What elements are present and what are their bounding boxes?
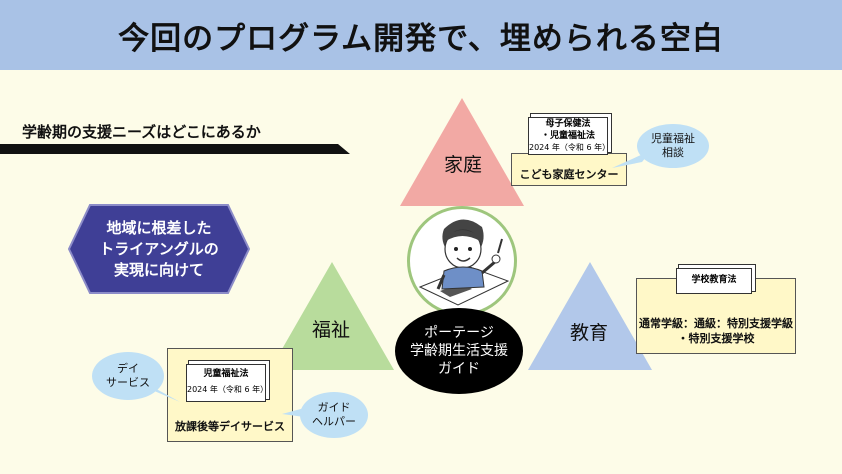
- bubble-line: 児童福祉: [651, 132, 695, 145]
- bubble-line: 相談: [662, 146, 684, 159]
- education-law-document: 学校教育法: [676, 268, 752, 294]
- portage-guide-badge: ポーテージ 学齢期生活支援 ガイド: [395, 308, 523, 394]
- edu-line: ・特別支援学校: [677, 332, 755, 345]
- bubble-line: ガイド: [317, 401, 351, 414]
- boy-illustration: [407, 206, 517, 316]
- doc-title: 児童福祉法: [203, 369, 249, 379]
- home-info-box: [511, 153, 627, 186]
- doc-line: 母子保健法: [545, 119, 591, 129]
- bubble-line: ヘルパー: [312, 415, 356, 428]
- bubble-line: デイ: [117, 362, 139, 375]
- hexagon-shape: [68, 204, 250, 294]
- hexagon-line: トライアングルの: [99, 239, 219, 258]
- education-label: 教育: [570, 322, 609, 344]
- home-box-label: こども家庭センター: [519, 168, 619, 181]
- page-title: 今回のプログラム開発で、埋められる空白: [118, 20, 724, 57]
- portage-line: ポーテージ: [424, 325, 494, 341]
- subtitle-underline: [0, 144, 350, 154]
- welfare-law-document: 児童福祉法 2024 年（令和 6 年）: [186, 364, 269, 402]
- education-triangle: [528, 262, 652, 370]
- welfare-label: 福祉: [312, 319, 351, 341]
- dayservice-bubble: デイ サービス: [92, 352, 164, 400]
- hexagon-line: 地域に根差した: [106, 218, 212, 237]
- hexagon-line: 実現に向けて: [113, 260, 204, 279]
- doc-line: ・児童福祉法: [540, 131, 595, 141]
- bubble-line: サービス: [106, 376, 150, 389]
- doc-title: 学校教育法: [691, 275, 737, 285]
- header-bar: 今回のプログラム開発で、埋められる空白: [0, 0, 842, 70]
- home-law-document: 母子保健法 ・児童福祉法 2024 年（令和 6 年）: [528, 117, 611, 155]
- guidehelper-bubble: ガイド ヘルパー: [300, 392, 368, 438]
- hexagon-text: 地域に根差した トライアングルの 実現に向けて: [68, 204, 250, 294]
- doc-year: 2024 年（令和 6 年）: [529, 143, 611, 152]
- education-box-label: 通常学級：通級：特別支援学級 ・特別支援学校: [636, 316, 796, 346]
- portage-line: 学齢期生活支援: [410, 343, 508, 359]
- portage-line: ガイド: [438, 361, 480, 377]
- welfare-box-label: 放課後等デイサービス: [175, 420, 285, 433]
- section-subtitle: 学齢期の支援ニーズはどこにあるか: [22, 123, 261, 141]
- home-triangle: [400, 98, 524, 206]
- doc-year: 2024 年（令和 6 年）: [187, 385, 269, 394]
- edu-line: 通常学級：通級：特別支援学級: [639, 317, 793, 330]
- home-bubble: 児童福祉 相談: [637, 124, 709, 168]
- welfare-triangle: [270, 262, 394, 370]
- home-label: 家庭: [444, 154, 483, 176]
